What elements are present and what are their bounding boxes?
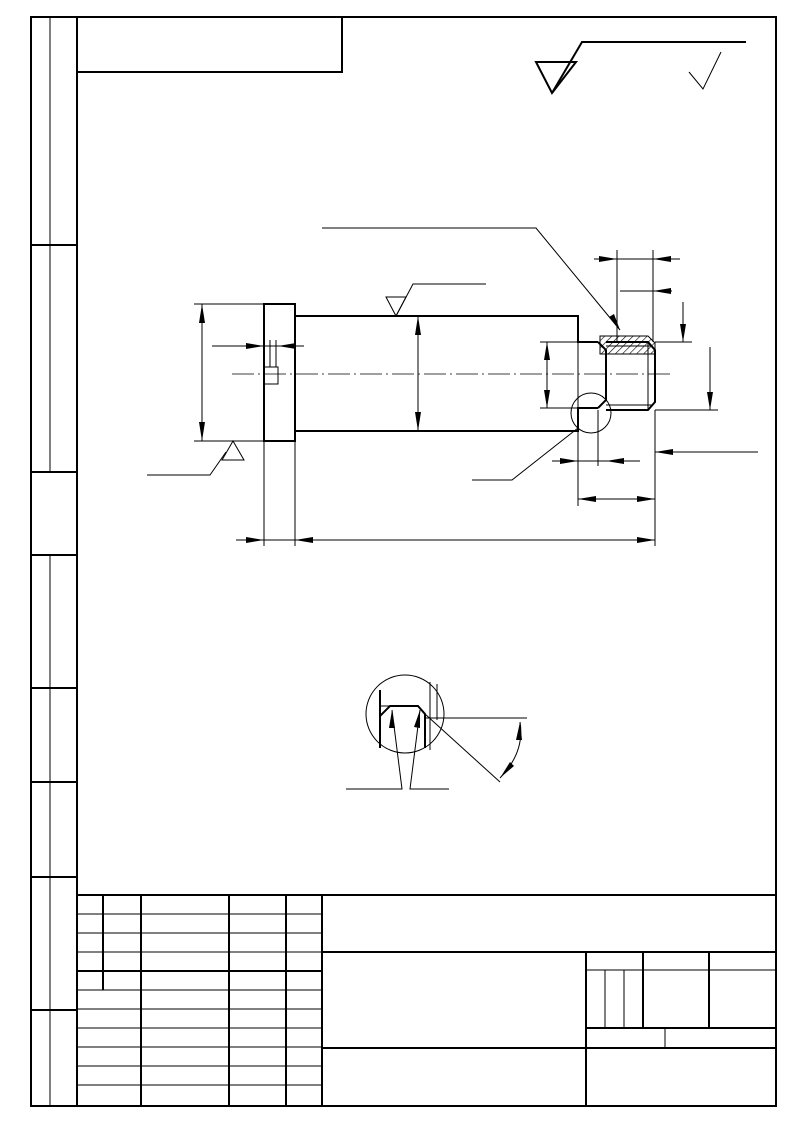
arrowhead — [599, 256, 617, 262]
arrowhead — [655, 449, 673, 455]
arrowhead — [295, 537, 313, 543]
arrowhead — [414, 710, 420, 728]
datum-leader — [147, 451, 227, 476]
detail-groove-profile — [379, 705, 426, 748]
arrowhead — [560, 458, 578, 464]
title-block — [77, 894, 776, 1106]
outer-frame — [30, 16, 777, 1107]
arrowhead — [653, 256, 671, 262]
arrowhead — [637, 537, 655, 543]
detail-view-undercut — [346, 674, 527, 790]
arrowhead — [544, 342, 550, 360]
arrowhead — [415, 412, 421, 431]
arrowhead — [199, 304, 205, 323]
general-roughness-symbol — [534, 41, 746, 95]
dim-angle-arc — [499, 721, 522, 779]
arrowhead — [578, 496, 596, 502]
roughness-leader — [395, 283, 486, 317]
radius-leader-left — [346, 709, 403, 790]
arrowhead — [516, 722, 522, 740]
collar-slot — [264, 366, 279, 385]
arrowhead — [680, 324, 686, 342]
arrowhead — [707, 392, 713, 410]
angle-line — [424, 713, 501, 783]
detail-callout-circle — [570, 392, 612, 434]
annotations — [147, 227, 621, 481]
arrowhead — [278, 343, 296, 349]
detail-view-circle — [365, 674, 445, 754]
shaft-body-top — [295, 315, 598, 343]
datum-triangle — [221, 440, 245, 461]
radius-leader-right — [409, 709, 449, 790]
designation-box — [77, 17, 343, 73]
thread-section-hatch — [599, 335, 656, 355]
arrowhead — [653, 288, 671, 294]
shaft-body-bottom — [295, 407, 598, 432]
sheet-frame — [30, 16, 777, 1107]
check-mark-roughness-icon — [688, 51, 722, 90]
arrowhead — [500, 762, 514, 778]
arrowhead — [544, 390, 550, 408]
arrowhead — [609, 314, 620, 330]
arrowhead — [389, 710, 395, 728]
arrowhead — [637, 496, 655, 502]
main-view — [232, 303, 672, 442]
arrowhead — [606, 458, 624, 464]
arrowhead — [246, 537, 264, 543]
arrowhead — [415, 316, 421, 335]
detail-leader — [472, 427, 579, 481]
body-roughness-symbol — [385, 296, 407, 318]
dimensions — [194, 250, 758, 546]
arrowhead — [246, 343, 264, 349]
arrowhead — [199, 422, 205, 441]
thread-leader — [322, 227, 621, 331]
shaft-collar — [263, 303, 296, 442]
